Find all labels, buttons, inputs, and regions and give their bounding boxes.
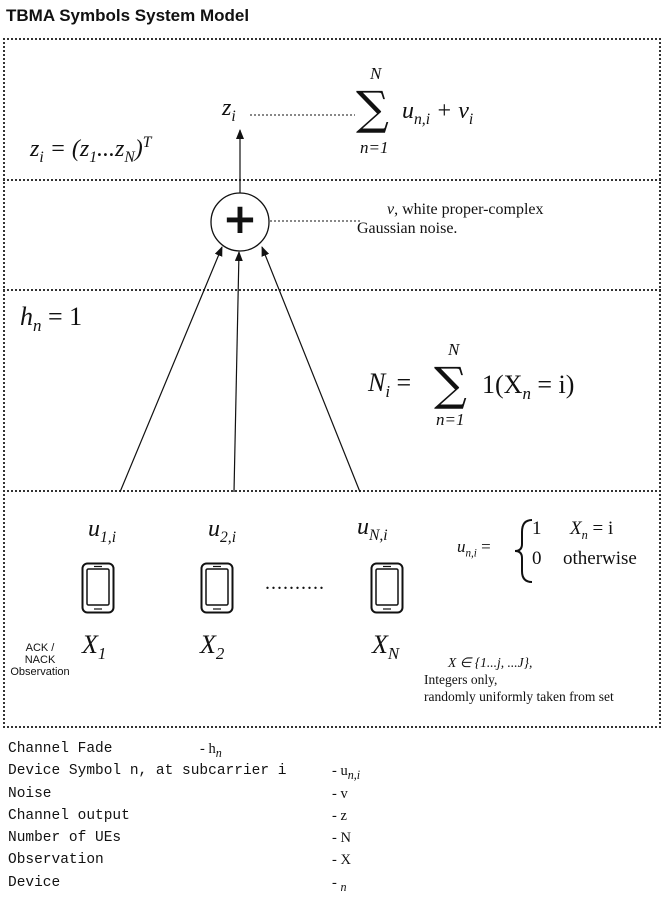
device-1-observation-label: X1 bbox=[82, 630, 107, 664]
sum-lower-limit: n=1 bbox=[360, 138, 389, 157]
arrow-device-1 bbox=[119, 246, 223, 493]
device-2-symbol-label: u2,i bbox=[208, 516, 237, 546]
count-equation-lhs: Ni = bbox=[368, 368, 412, 402]
observation-set-annotation: X ∈ {1...j, ...J}, Integers only, random… bbox=[424, 655, 614, 704]
plus-icon: + bbox=[222, 194, 258, 243]
separator-output bbox=[3, 179, 661, 181]
sum-expression: un,i + vi bbox=[402, 98, 474, 128]
piecewise-lhs: un,i = bbox=[457, 537, 491, 560]
arrow-device-n bbox=[261, 246, 361, 493]
diagram-title: TBMA Symbols System Model bbox=[6, 6, 250, 25]
count-equation-rhs: 1(Xn = i) bbox=[482, 370, 575, 404]
device-2-observation-label: X2 bbox=[200, 630, 225, 664]
ack-nack-observation-label: ACK / NACK Observation bbox=[10, 642, 70, 678]
device-n-phone-icon bbox=[370, 562, 404, 614]
diagram-frame bbox=[3, 38, 661, 728]
separator-channel bbox=[3, 490, 661, 492]
sum-symbol: ∑ bbox=[356, 81, 389, 135]
device-ellipsis: .......... bbox=[265, 572, 325, 594]
piecewise-case-1-condition: Xn = i bbox=[570, 518, 614, 542]
piecewise-case-2-condition: otherwise bbox=[563, 548, 637, 569]
output-vector-definition: zi = (z1...zN)T bbox=[30, 134, 152, 166]
device-n-observation-label: XN bbox=[372, 630, 400, 664]
count-sum-symbol: ∑ bbox=[434, 357, 467, 411]
piecewise-case-2-value: 0 bbox=[532, 548, 542, 569]
device-1-phone-icon bbox=[81, 562, 115, 614]
noise-annotation: v, white proper-complex Gaussian noise. bbox=[357, 201, 544, 237]
piecewise-case-1-value: 1 bbox=[532, 518, 542, 539]
device-1-symbol-label: u1,i bbox=[88, 516, 117, 546]
device-2-phone-icon bbox=[200, 562, 234, 614]
sum-upper-limit: N bbox=[370, 64, 382, 83]
channel-fade-equation: hn = 1 bbox=[20, 302, 83, 336]
output-z-label: zi bbox=[222, 95, 236, 125]
piecewise-brace bbox=[514, 519, 533, 583]
device-n-symbol-label: uN,i bbox=[357, 514, 388, 544]
adder-circle bbox=[210, 192, 270, 252]
count-sum-upper-limit: N bbox=[448, 340, 460, 359]
separator-adder bbox=[3, 289, 661, 291]
arrow-device-2 bbox=[233, 251, 243, 493]
count-sum-lower-limit: n=1 bbox=[436, 410, 465, 429]
